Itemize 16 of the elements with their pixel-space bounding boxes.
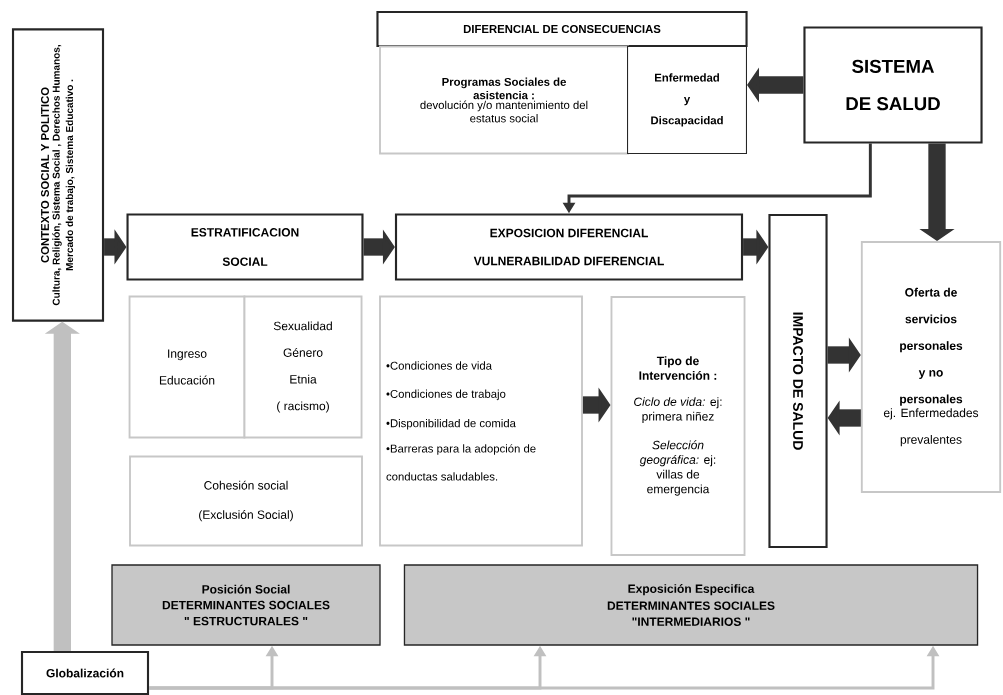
vertical-box: CONTEXTO SOCIAL Y POLITICO Cultura, Religión, Sistema Social , Derechos Humanos, Mercado de trabajo, Sistema Educativo . — [11, 28, 105, 322]
text-box: Cohesión social (Exclusión Social) — [129, 455, 363, 547]
text-box: •Condiciones de vida •Condiciones de trabajo •Disponibilidad de comida •Barreras para la adopción de conductas saludables. — [379, 295, 583, 547]
title-box: Globalización — [20, 650, 150, 695]
title-box: EXPOSICION DIFERENCIAL VULNERABILIDAD DIFERENCIAL — [394, 213, 744, 281]
summary-box: Exposición Especifica DETERMINANTES SOCIALES "INTERMEDIARIOS " — [403, 564, 979, 646]
vertical-box: IMPACTO DE SALUD — [768, 213, 828, 549]
title-box: SISTEMA DE SALUD — [803, 26, 983, 144]
text-box: Sexualidad Género Etnia ( racismo) — [243, 295, 363, 439]
title-box: ESTRATIFICACION SOCIAL — [126, 213, 364, 281]
summary-box: Posición Social DETERMINANTES SOCIALES " ESTRUCTURALES " — [111, 564, 381, 646]
text-box: Ingreso Educación — [128, 295, 246, 439]
text-box: Oferta de servicios personales y no personales ej. Enfermedades prevalentes — [860, 241, 1002, 493]
text-box: Enfermedad y Discapacidad — [627, 46, 747, 154]
title-box: DIFERENCIAL DE CONSECUENCIAS — [376, 10, 748, 48]
text-box: Tipo de Intervención : Ciclo de vida: ej: primera niñez Selección geográfica: ej: villas de emergencia — [610, 296, 746, 556]
